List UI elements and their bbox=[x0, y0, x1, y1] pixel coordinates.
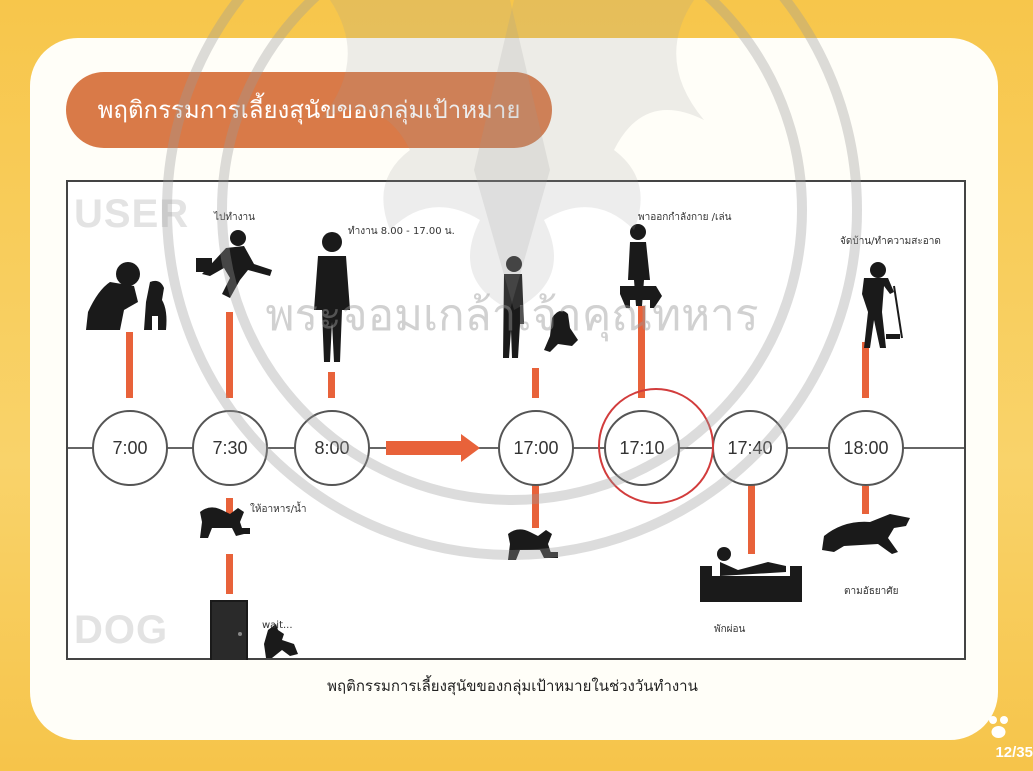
clock-1700: 17:00 bbox=[498, 410, 574, 486]
note-feed-water: ให้อาหาร/น้ำ bbox=[250, 504, 307, 515]
businessman-icon bbox=[314, 232, 350, 362]
timeline-lines bbox=[68, 224, 964, 660]
note-clean-house: จัดบ้าน/ทำความสะอาด bbox=[840, 236, 941, 247]
dog-label: DOG bbox=[74, 608, 169, 652]
note-work-hours: ทำงาน 8.00 - 17.00 น. bbox=[348, 226, 455, 237]
dog-walker-icon bbox=[620, 224, 662, 308]
door-icon bbox=[210, 600, 248, 660]
running-man-icon bbox=[196, 230, 272, 298]
timeline-diagram: USER DOG bbox=[66, 180, 966, 660]
clock-0730: 7:30 bbox=[192, 410, 268, 486]
person-petting-dog-icon bbox=[86, 262, 167, 330]
connector bbox=[126, 332, 133, 398]
dog-eating-17-icon bbox=[508, 529, 558, 560]
page-number: 12/35 bbox=[995, 744, 1033, 761]
owner-with-dog-icon bbox=[503, 256, 578, 358]
note-go-work: ไปทำงาน bbox=[214, 212, 255, 223]
note-free-time: ตามอัธยาศัย bbox=[844, 586, 899, 597]
highlight-ring bbox=[598, 388, 714, 504]
clock-1800: 18:00 bbox=[828, 410, 904, 486]
slide-title: พฤติกรรมการเลี้ยงสุนัขของกลุ่มเป้าหมาย bbox=[66, 72, 552, 148]
user-label: USER bbox=[74, 192, 190, 236]
paw-icon bbox=[989, 716, 1008, 738]
note-rest: พักผ่อน bbox=[714, 624, 746, 635]
clock-0800: 8:00 bbox=[294, 410, 370, 486]
waiting-dog-icon bbox=[264, 624, 298, 658]
clock-0700: 7:00 bbox=[92, 410, 168, 486]
figure-caption: พฤติกรรมการเลี้ยงสุนัขของกลุ่มเป้าหมายใน… bbox=[327, 677, 698, 695]
dog-eating-icon bbox=[200, 507, 250, 538]
note-walk-exercise: พาออกกำลังกาย /เล่น bbox=[638, 212, 732, 223]
clock-1740: 17:40 bbox=[712, 410, 788, 486]
note-wait: wait... bbox=[262, 620, 293, 631]
person-cleaning-icon bbox=[862, 262, 903, 348]
resting-on-sofa-icon bbox=[700, 547, 802, 602]
lying-dog-icon bbox=[822, 514, 910, 554]
